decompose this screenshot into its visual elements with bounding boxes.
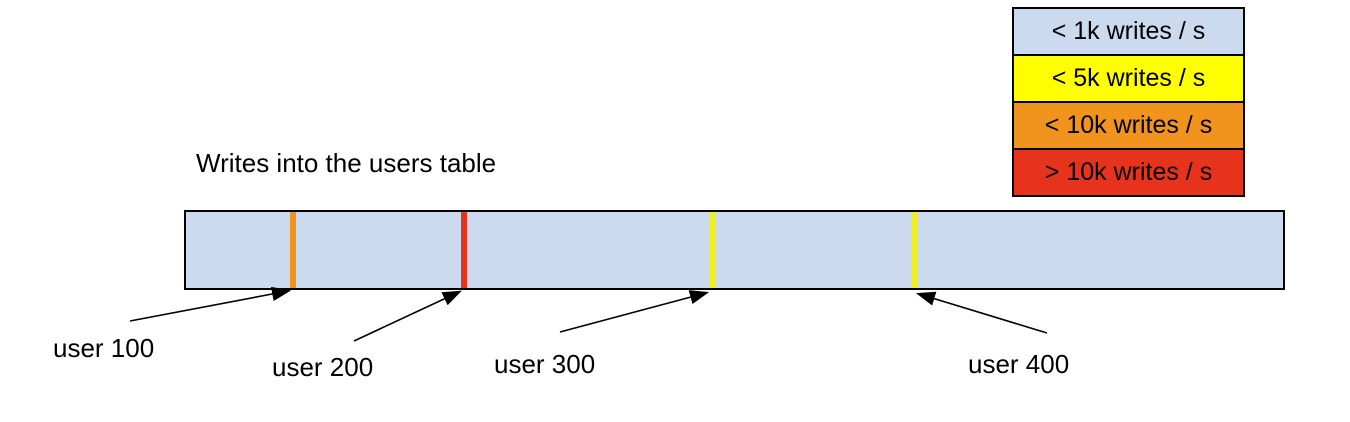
pointer-arrow	[129, 286, 292, 322]
legend-item-label: < 5k writes / s	[1051, 64, 1206, 92]
write-hotspot-stripe	[290, 212, 296, 288]
user-label: user 400	[968, 349, 1070, 379]
user-label: user 300	[494, 349, 596, 379]
legend-item-label: < 1k writes / s	[1051, 17, 1206, 45]
users-table-bar	[184, 210, 1285, 290]
legend-item-label: > 10k writes / s	[1044, 158, 1213, 186]
legend: < 1k writes / s < 5k writes / s < 10k writ…	[1012, 7, 1245, 197]
pointer-arrow	[559, 290, 710, 333]
legend-item: < 1k writes / s	[1014, 9, 1243, 56]
legend-item-label: < 10k writes / s	[1044, 111, 1213, 139]
legend-item: > 10k writes / s	[1014, 150, 1243, 195]
pointer-arrow	[353, 290, 462, 342]
pointer-arrow	[915, 291, 1048, 334]
write-hotspot-stripe	[709, 212, 715, 288]
user-label: user 100	[53, 333, 155, 363]
write-hotspot-stripe	[461, 212, 467, 288]
user-label: user 200	[272, 352, 374, 382]
diagram-title: Writes into the users table	[196, 148, 497, 178]
legend-item: < 5k writes / s	[1014, 56, 1243, 103]
legend-item: < 10k writes / s	[1014, 103, 1243, 150]
write-hotspot-stripe	[912, 212, 918, 288]
